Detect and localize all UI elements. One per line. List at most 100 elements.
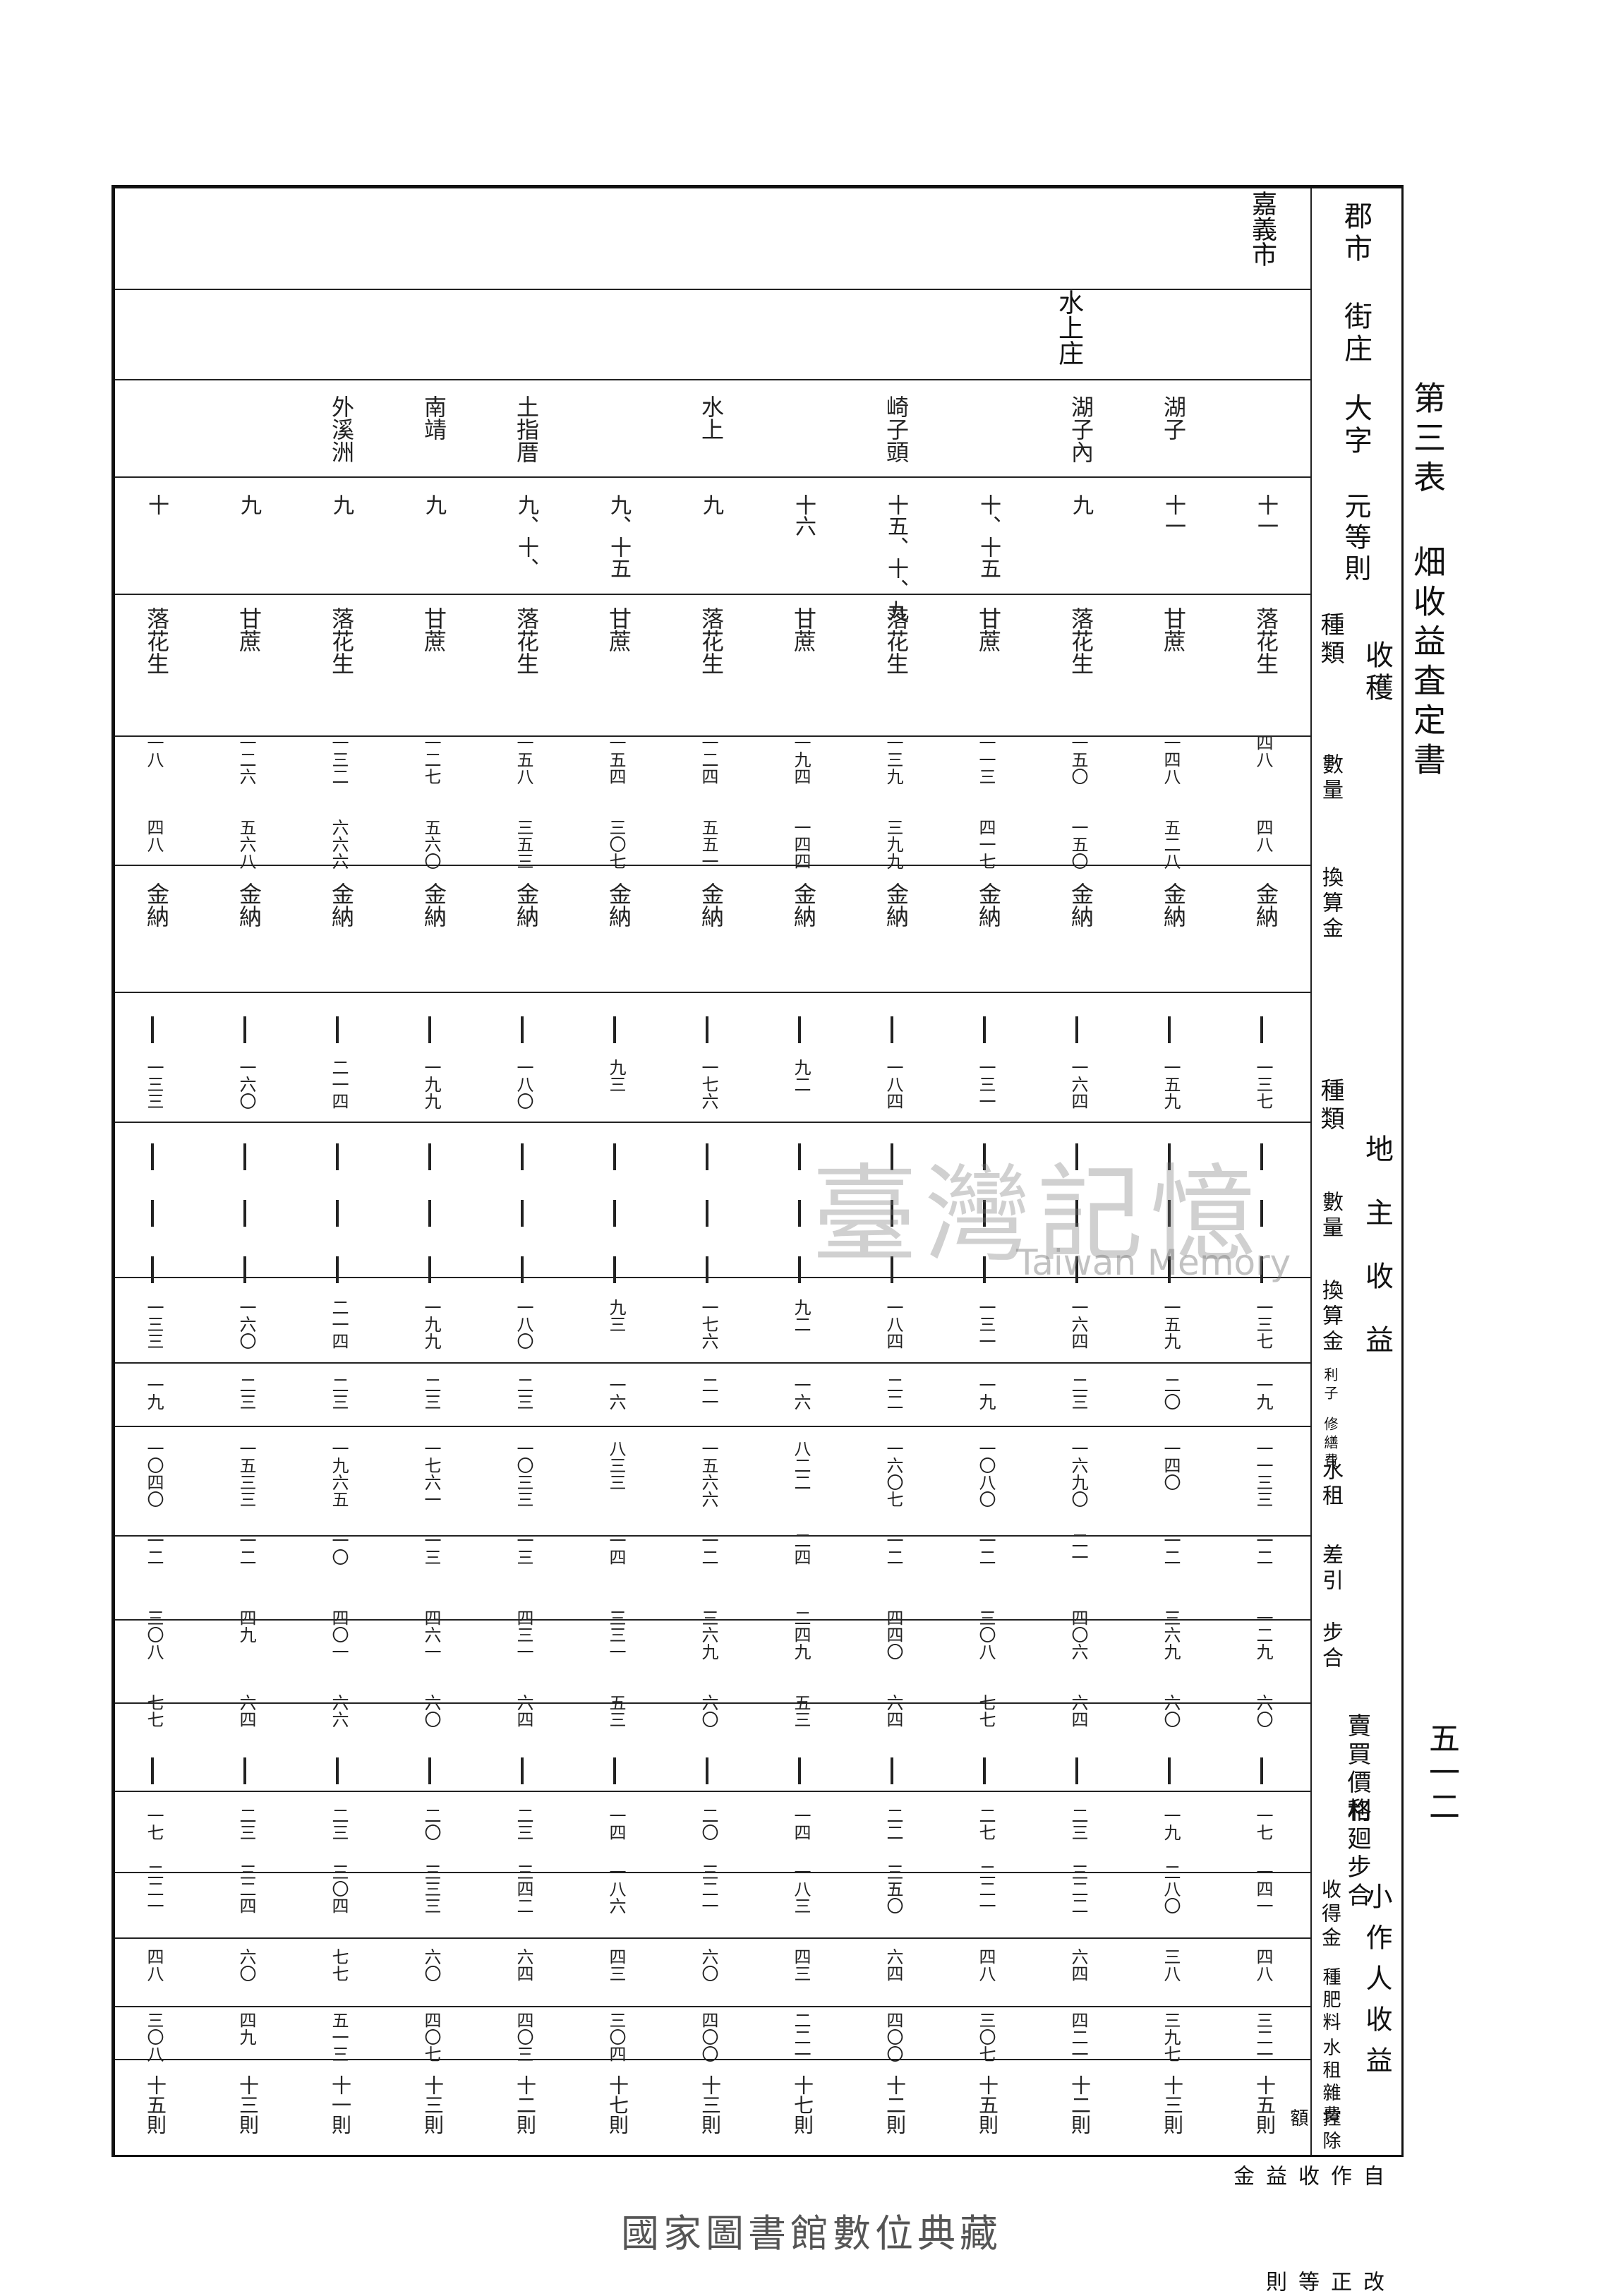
cell-kansan: 五六八 (236, 819, 256, 870)
rule (115, 289, 1312, 290)
cell-shuhi: 六〇 (699, 1694, 718, 1728)
rule (115, 1122, 1312, 1123)
empty-dash (983, 1143, 986, 1170)
rule (115, 1702, 1312, 1704)
cell-amount: 一二四 (699, 734, 718, 785)
cell-amount: 一八 (144, 734, 164, 768)
empty-dash (428, 1143, 431, 1170)
cell-jisaku: 三二一 (1253, 2012, 1273, 2062)
cell-shutoku: 一二九 (1253, 1609, 1273, 1660)
cell-price: 八三三 (606, 1440, 626, 1491)
cell-buai: 二三 (329, 1376, 349, 1410)
cell-land: 一九九 (421, 1059, 441, 1110)
cell-sa: 一八六 (606, 1863, 626, 1914)
cell-kind: 金納 (1068, 882, 1094, 927)
cell-sa: 一八三 (791, 1863, 811, 1914)
empty-dash (428, 1200, 431, 1227)
header-koujo: 控除額 (1287, 2108, 1341, 2153)
empty-dash (1075, 1200, 1078, 1227)
empty-dash (613, 1256, 616, 1283)
cell-jisaku: 四〇〇 (699, 2012, 718, 2062)
rule (115, 379, 1312, 380)
cell-buai: 二〇 (1161, 1376, 1181, 1410)
rule (115, 1872, 1312, 1873)
rule (115, 2006, 1312, 2007)
cell-zappi: 二三 (1068, 1807, 1088, 1841)
empty-dash (983, 1016, 986, 1043)
rule (115, 1937, 1312, 1939)
cell-zappi: 二〇 (421, 1807, 441, 1841)
empty-dash (1075, 1757, 1078, 1784)
cell-buai: 二一 (699, 1376, 718, 1410)
cell-da_zi: 崎子頭 (883, 395, 910, 463)
cell-shutoku: 三〇八 (976, 1609, 996, 1660)
cell-price: 一一三三 (1253, 1440, 1273, 1508)
cell-zappi: 二〇 (699, 1807, 718, 1841)
cell-shuhi: 六四 (514, 1694, 533, 1728)
assessment-table (111, 185, 1312, 2157)
cell-moto: 九、十五 (606, 494, 631, 579)
cell-koujo: 六〇 (236, 1948, 256, 1982)
cell-sa: 三二一 (699, 1863, 718, 1914)
cell-amount: 一五八 (514, 734, 533, 785)
cell-sa: 三〇四 (329, 1863, 349, 1914)
cell-shuhi: 六四 (883, 1694, 903, 1728)
empty-dash (336, 1016, 339, 1043)
header-column: 郡市 街庄 大字 元等則 收穫 種類 數量 換算金 地主收益 種類 數量 換算金… (1229, 185, 1404, 2296)
empty-dash (613, 1016, 616, 1043)
cell-crop: 甘蔗 (790, 607, 817, 652)
empty-dash (706, 1256, 708, 1283)
cell-kansan: 三五三 (514, 819, 533, 870)
cell-kind: 金納 (698, 882, 725, 927)
header-sashibiki: 差引 (1318, 1544, 1343, 1594)
cell-shuhi: 六〇 (421, 1694, 441, 1728)
footer-credit: 國家圖書館數位典藏 (621, 2211, 1002, 2256)
cell-crop: 落花生 (883, 607, 910, 675)
cell-jisaku: 五一三 (329, 2012, 349, 2062)
cell-moto: 十五、十、九 (883, 494, 908, 621)
header-kansankin-2: 換算金 (1318, 1279, 1343, 1355)
rule (115, 1619, 1312, 1621)
cell-kaisei: 十五則 (976, 2075, 999, 2134)
empty-dash (1168, 1200, 1171, 1227)
cell-jisaku: 三〇四 (606, 2012, 626, 2062)
cell-shutoku: 四三一 (514, 1609, 533, 1660)
cell-land: 一七六 (699, 1059, 718, 1110)
header-jinushi: 地主收益 (1360, 1134, 1393, 1388)
cell-rimawari: 一二 (1253, 1532, 1273, 1565)
cell-kansan: 五五一 (699, 819, 718, 870)
cell-diff: 一九九 (421, 1299, 441, 1350)
cell-zappi: 一四 (606, 1807, 626, 1841)
cell-sa: 三二四 (236, 1863, 256, 1914)
cell-shuhi: 五三 (606, 1694, 626, 1728)
cell-koujo: 三八 (1161, 1948, 1181, 1982)
cell-diff: 九二 (791, 1299, 811, 1333)
cell-kind: 金納 (975, 882, 1002, 927)
cell-amount: 四八 (1253, 734, 1273, 768)
cell-diff: 二一四 (329, 1299, 349, 1350)
cell-crop: 落花生 (1253, 607, 1279, 675)
cell-rimawari: 一二 (236, 1532, 256, 1565)
cell-koujo: 六四 (883, 1948, 903, 1982)
cell-jisaku: 三九七 (1161, 2012, 1181, 2062)
cell-moto: 十 (144, 494, 169, 515)
rule (115, 735, 1312, 737)
cell-amount: 一四八 (1161, 734, 1181, 785)
empty-dash (521, 1200, 524, 1227)
cell-jisaku: 三〇八 (144, 2012, 164, 2062)
cell-kind: 金納 (328, 882, 355, 927)
cell-diff: 一五九 (1161, 1299, 1181, 1350)
cell-kansan: 三〇七 (606, 819, 626, 870)
rule (115, 865, 1312, 866)
header-gai-zhuang: 街庄 (1339, 301, 1372, 366)
header-jisaku: 自作收益金 (1229, 2165, 1384, 2190)
cell-diff: 一三七 (1253, 1299, 1273, 1350)
cell-shutoku: 四六一 (421, 1609, 441, 1660)
empty-dash (1260, 1016, 1263, 1043)
cell-shutoku: 三〇八 (144, 1609, 164, 1660)
cell-kaisei: 十七則 (606, 2075, 629, 2134)
cell-kansan: 四八 (1253, 819, 1273, 853)
empty-dash (1260, 1143, 1263, 1170)
empty-dash (983, 1757, 986, 1784)
